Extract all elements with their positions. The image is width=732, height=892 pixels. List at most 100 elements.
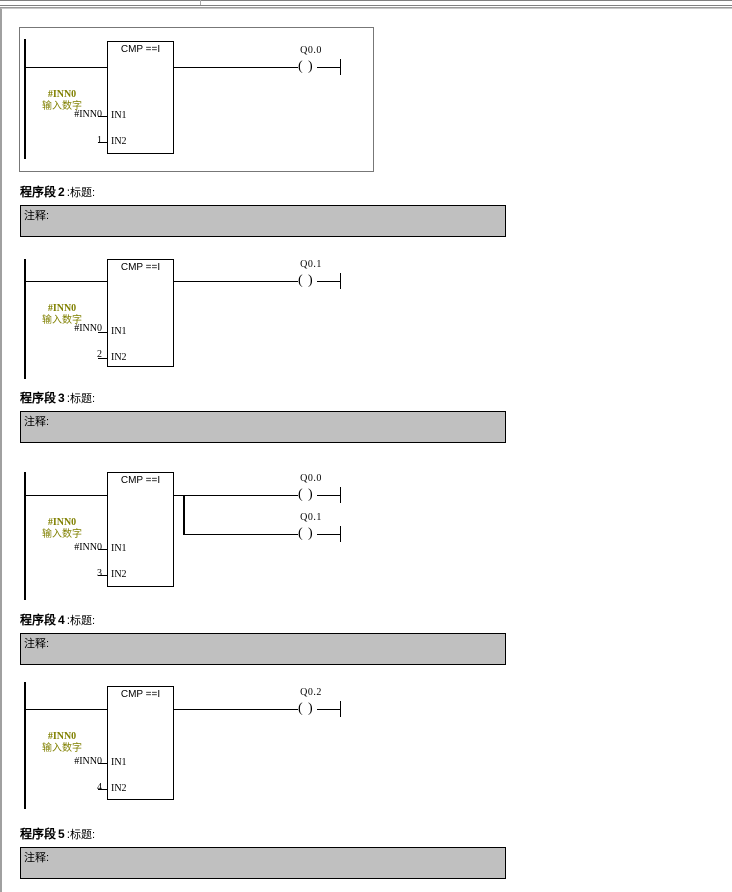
chrome-toolbar-seam: [200, 0, 201, 5]
left-power-rail: [24, 259, 26, 379]
network-comment-text: 注释:: [24, 638, 50, 650]
compare-block[interactable]: CMP ==I IN1 IN2: [98, 259, 174, 367]
rung-wire-output: [174, 67, 298, 68]
coil-operand: Q0.1: [300, 259, 322, 270]
pin-label-in2: IN2: [111, 783, 127, 794]
pin-stub-in1: [98, 763, 108, 764]
network-4[interactable]: CMP ==I IN1 IN2 #INN0 输入数字 #INN0 4 Q0.2 …: [2, 674, 730, 809]
network-header-word: 程序段: [20, 613, 57, 627]
left-power-rail: [24, 682, 26, 809]
output-coil-1[interactable]: Q0.1 ( ): [281, 259, 341, 289]
operand-in2[interactable]: 1: [97, 135, 102, 146]
operand-in2[interactable]: 2: [97, 349, 102, 360]
right-rail-tick: [340, 701, 341, 717]
network-comment-field-2[interactable]: 注释:: [20, 205, 506, 237]
network-header-number: 2: [58, 185, 65, 199]
rung-wire-output: [174, 709, 298, 710]
symbolic-name: #INN0: [47, 731, 77, 742]
network-header-word: 程序段: [20, 827, 57, 841]
pin-stub-in2: [98, 789, 108, 790]
coil-operand: Q0.1: [300, 512, 322, 523]
coil-paren-left: (: [298, 487, 303, 502]
network-header-title: 标题:: [70, 615, 96, 627]
coil-paren-right: ): [308, 701, 313, 716]
network-3[interactable]: CMP ==I IN1 IN2 #INN0 输入数字 #INN0 3 Q0.0 …: [2, 464, 730, 609]
ladder-editor-canvas[interactable]: CMP ==I IN1 IN2 #INN0 输入数字 #INN0 1 Q0.0 …: [0, 8, 732, 892]
network-1[interactable]: CMP ==I IN1 IN2 #INN0 输入数字 #INN0 1 Q0.0 …: [2, 9, 730, 189]
symbolic-text: 输入数字: [42, 315, 82, 326]
symbolic-text: 输入数字: [42, 101, 82, 112]
coil-wire-right: [317, 281, 341, 282]
compare-block-title: CMP ==I: [120, 262, 161, 273]
network-comment-field-4[interactable]: 注释:: [20, 633, 506, 665]
chrome-divider-bottom: [0, 7, 732, 8]
coil-paren-left: (: [298, 273, 303, 288]
left-power-rail: [24, 472, 26, 600]
symbolic-name: #INN0: [47, 517, 77, 528]
coil-operand: Q0.0: [300, 45, 322, 56]
rung-wire-input: [24, 67, 107, 68]
rung-wire-input: [24, 495, 107, 496]
pin-label-in2: IN2: [111, 136, 127, 147]
output-coil-1[interactable]: Q0.2 ( ): [281, 687, 341, 717]
network-header-number: 5: [58, 827, 65, 841]
output-coil-2[interactable]: Q0.1 ( ): [281, 512, 341, 542]
window-chrome-strip: [0, 0, 732, 8]
pin-stub-in2: [98, 358, 108, 359]
network-header-word: 程序段: [20, 391, 57, 405]
network-comment-field-3[interactable]: 注释:: [20, 411, 506, 443]
output-coil-1[interactable]: Q0.0 ( ): [281, 45, 341, 75]
pin-stub-in1: [98, 549, 108, 550]
compare-block[interactable]: CMP ==I IN1 IN2: [98, 41, 174, 154]
symbolic-comment: #INN0 输入数字: [22, 89, 102, 113]
coil-paren-right: ): [308, 526, 313, 541]
pin-label-in1: IN1: [111, 110, 127, 121]
left-power-rail: [24, 39, 26, 159]
symbolic-text: 输入数字: [42, 743, 82, 754]
rung-wire-output-2: [183, 534, 298, 535]
rung-wire-input: [24, 709, 107, 710]
coil-paren-left: (: [298, 59, 303, 74]
chrome-divider-top: [0, 0, 732, 1]
operand-in2[interactable]: 4: [97, 782, 102, 793]
symbolic-comment: #INN0 输入数字: [22, 303, 102, 327]
output-coil-1[interactable]: Q0.0 ( ): [281, 473, 341, 503]
operand-in1[interactable]: #INN0: [74, 542, 102, 553]
compare-block-title: CMP ==I: [120, 44, 161, 55]
compare-block[interactable]: CMP ==I IN1 IN2: [98, 686, 174, 800]
network-header-separator: :: [66, 185, 71, 199]
coil-paren-left: (: [298, 701, 303, 716]
operand-in1[interactable]: #INN0: [74, 323, 102, 334]
symbolic-name: #INN0: [47, 89, 77, 100]
pin-label-in2: IN2: [111, 352, 127, 363]
coil-paren-right: ): [308, 487, 313, 502]
coil-wire-right: [317, 495, 341, 496]
right-rail-tick: [340, 487, 341, 503]
coil-paren-right: ): [308, 273, 313, 288]
operand-in2[interactable]: 3: [97, 568, 102, 579]
network-header-separator: :: [66, 613, 71, 627]
network-comment-field-5[interactable]: 注释:: [20, 847, 506, 879]
network-header-title: 标题:: [70, 829, 96, 841]
right-rail-tick: [340, 526, 341, 542]
network-comment-text: 注释:: [24, 852, 50, 864]
pin-label-in1: IN1: [111, 326, 127, 337]
operand-in1[interactable]: #INN0: [74, 756, 102, 767]
network-2[interactable]: CMP ==I IN1 IN2 #INN0 输入数字 #INN0 2 Q0.1 …: [2, 249, 730, 379]
network-header-number: 3: [58, 391, 65, 405]
rung-wire-output: [174, 281, 298, 282]
compare-block-title: CMP ==I: [120, 689, 161, 700]
compare-block[interactable]: CMP ==I IN1 IN2: [98, 472, 174, 587]
network-header-number: 4: [58, 613, 65, 627]
pin-label-in1: IN1: [111, 543, 127, 554]
coil-paren-right: ): [308, 59, 313, 74]
coil-wire-right: [317, 67, 341, 68]
operand-in1[interactable]: #INN0: [74, 109, 102, 120]
network-header-word: 程序段: [20, 185, 57, 199]
pin-label-in1: IN1: [111, 757, 127, 768]
network-selection-box: [19, 27, 374, 172]
